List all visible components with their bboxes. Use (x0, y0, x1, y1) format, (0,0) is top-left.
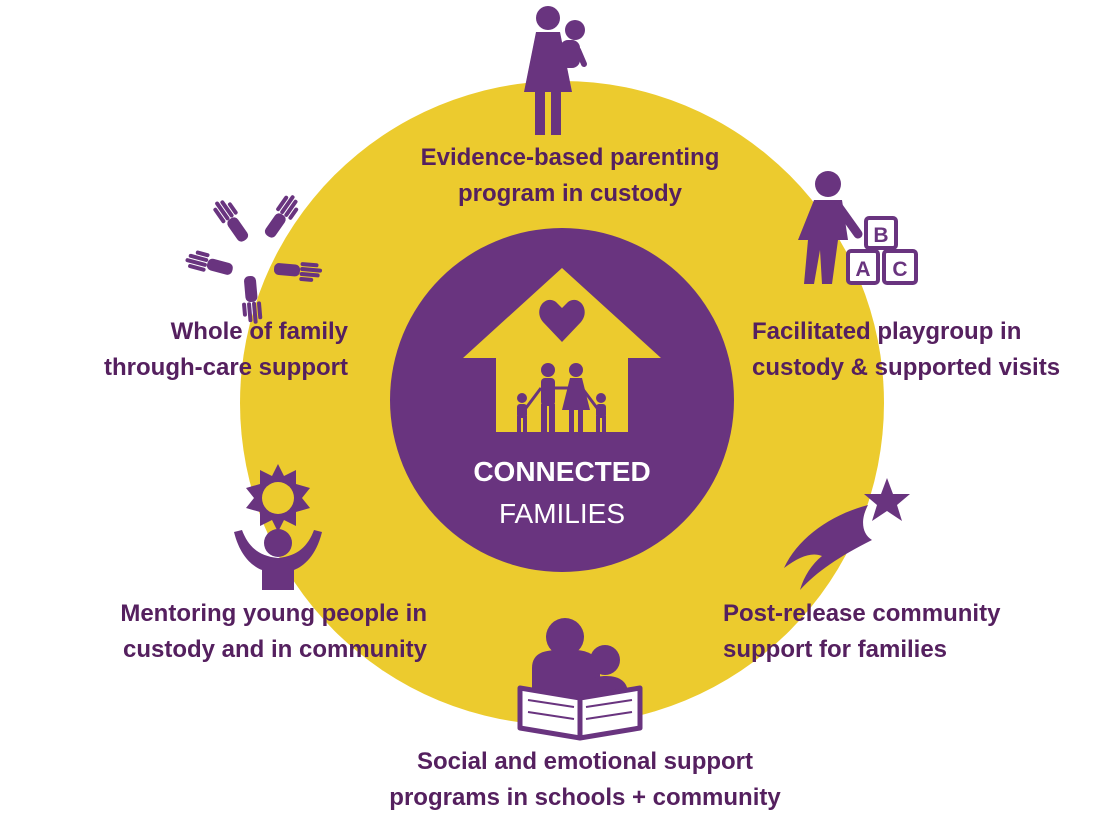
parent-child-reading-icon (517, 618, 643, 741)
label-line: support for families (723, 636, 948, 663)
label-line: custody and in community (122, 636, 427, 663)
label-line: Facilitated playgroup in (752, 318, 1022, 345)
svg-text:C: C (892, 258, 907, 281)
mother-child-icon (524, 6, 587, 135)
label-line: Evidence-based parenting (420, 144, 720, 171)
label-line: programs in schools + community (389, 784, 781, 811)
label-mentoring: Mentoring young people in custody and in… (82, 596, 427, 668)
label-line: Whole of family (170, 318, 348, 345)
label-line: program in custody (457, 180, 683, 207)
svg-text:B: B (873, 224, 888, 247)
label-playgroup: Facilitated playgroup in custody & suppo… (752, 314, 1092, 386)
person-sun-icon (234, 464, 322, 590)
label-line: custody & supported visits (752, 354, 1061, 381)
label-line: through-care support (104, 354, 348, 381)
label-line: Social and emotional support (416, 748, 754, 775)
joined-hands-icon (185, 195, 323, 324)
child-abc-blocks-icon: B A C (798, 171, 918, 285)
center-title-line1: CONNECTED (473, 456, 651, 487)
label-line: Post-release community (723, 600, 1001, 627)
label-post-release: Post-release community support for famil… (723, 596, 1043, 668)
center-title-line2: FAMILIES (498, 498, 626, 529)
label-line: Mentoring young people in (120, 600, 427, 627)
family-house-heart-icon (463, 268, 661, 432)
label-whole-of-family: Whole of family through-care support (70, 314, 348, 386)
shooting-star-icon (784, 478, 910, 590)
label-parenting-program: Evidence-based parenting program in cust… (405, 140, 735, 212)
svg-text:A: A (855, 258, 870, 281)
label-social-emotional: Social and emotional support programs in… (370, 744, 800, 816)
